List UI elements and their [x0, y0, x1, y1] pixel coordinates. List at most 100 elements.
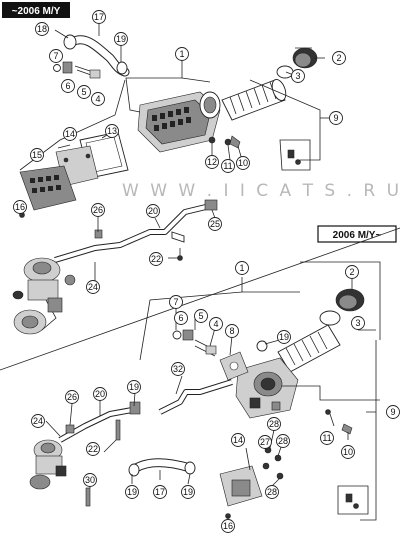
svg-text:17: 17	[155, 487, 165, 497]
callout-14: 14	[63, 127, 77, 141]
svg-text:19: 19	[183, 487, 193, 497]
callout-28-b2: 28	[276, 434, 290, 448]
callout-22-b: 22	[86, 442, 100, 456]
svg-text:9: 9	[390, 407, 395, 417]
gasket-8	[219, 351, 249, 381]
callout-19: 19	[114, 32, 128, 46]
callout-16: 16	[13, 200, 27, 214]
callout-5: 5	[77, 85, 91, 99]
svg-text:2006 M/Y~: 2006 M/Y~	[333, 230, 382, 241]
callout-27-b: 27	[258, 435, 272, 449]
callout-26: 26	[91, 203, 105, 217]
svg-text:24: 24	[88, 282, 98, 292]
callouts-bottom: 1 2 7 6 5 4 8 3 19 32 20 19 26 24 22 11 …	[31, 261, 400, 533]
svg-text:2: 2	[336, 53, 341, 63]
spring-part	[89, 69, 101, 79]
callout-7-b: 7	[169, 295, 183, 309]
callout-10: 10	[236, 156, 250, 170]
watermark: W W W . I I C A T S . R U	[122, 181, 402, 201]
svg-text:3: 3	[295, 71, 300, 81]
callout-11-b: 11	[320, 431, 334, 445]
callout-7: 7	[49, 49, 63, 63]
callouts-top: 17 18 19 1 2 7 6 5 4 3 9 14 13 15 16 12 …	[13, 10, 346, 294]
svg-text:~2006 M/Y: ~2006 M/Y	[12, 6, 61, 17]
svg-text:18: 18	[37, 24, 47, 34]
valve-part	[62, 61, 73, 74]
svg-text:7: 7	[53, 51, 58, 61]
cover-14-bottom	[219, 465, 263, 507]
svg-text:20: 20	[148, 206, 158, 216]
section-divider	[0, 227, 401, 371]
callout-28-b3: 28	[265, 485, 279, 499]
callout-15: 15	[30, 148, 44, 162]
svg-text:9: 9	[333, 113, 338, 123]
pump-assembly-bottom	[29, 439, 67, 490]
svg-text:1: 1	[179, 49, 184, 59]
callout-9: 9	[329, 111, 343, 125]
callout-19-b4: 19	[181, 485, 195, 499]
callout-2: 2	[332, 51, 346, 65]
svg-text:6: 6	[65, 81, 70, 91]
svg-text:19: 19	[279, 332, 289, 342]
svg-text:27: 27	[260, 437, 270, 447]
svg-text:24: 24	[33, 416, 43, 426]
callout-19-b3: 19	[125, 485, 139, 499]
callout-6: 6	[61, 79, 75, 93]
callout-26-b: 26	[65, 390, 79, 404]
svg-text:26: 26	[93, 205, 103, 215]
callout-19-b1: 19	[277, 330, 291, 344]
callout-6-b: 6	[174, 311, 188, 325]
svg-text:28: 28	[269, 419, 279, 429]
svg-text:26: 26	[67, 392, 77, 402]
svg-text:19: 19	[127, 487, 137, 497]
svg-text:5: 5	[81, 87, 86, 97]
cap-part	[292, 47, 318, 69]
svg-text:5: 5	[198, 311, 203, 321]
callout-28-b1: 28	[267, 417, 281, 431]
svg-text:6: 6	[178, 313, 183, 323]
callout-10-b: 10	[341, 445, 355, 459]
cap-part-bottom	[335, 288, 365, 312]
svg-text:11: 11	[223, 161, 232, 171]
callout-17-b: 17	[153, 485, 167, 499]
callout-11: 11	[221, 159, 235, 173]
clamp-part	[63, 34, 77, 50]
svg-text:15: 15	[32, 150, 42, 160]
callout-32-b: 32	[171, 362, 185, 376]
svg-text:30: 30	[85, 475, 95, 485]
callout-3-b: 3	[351, 316, 365, 330]
tag-after-2006: 2006 M/Y~	[317, 225, 397, 243]
svg-text:19: 19	[116, 34, 126, 44]
svg-text:11: 11	[322, 433, 331, 443]
cover-part	[19, 165, 77, 211]
svg-text:4: 4	[95, 94, 100, 104]
svg-text:22: 22	[88, 444, 98, 454]
callout-18: 18	[35, 22, 49, 36]
svg-text:14: 14	[233, 435, 243, 445]
leader-lines	[19, 24, 381, 521]
callout-2-b: 2	[345, 265, 359, 279]
callout-4: 4	[91, 92, 105, 106]
pump-assembly-top	[12, 257, 76, 335]
callout-12: 12	[205, 155, 219, 169]
svg-text:2: 2	[349, 267, 354, 277]
svg-text:7: 7	[173, 297, 178, 307]
callout-24-b: 24	[31, 414, 45, 428]
callout-5-b: 5	[194, 309, 208, 323]
svg-text:32: 32	[173, 364, 183, 374]
clamp-part	[276, 65, 294, 79]
svg-text:19: 19	[129, 382, 139, 392]
tag-before-2006: ~2006 M/Y	[2, 2, 70, 18]
callout-22: 22	[149, 252, 163, 266]
o-ring-part	[53, 64, 61, 72]
svg-text:28: 28	[267, 487, 277, 497]
callout-4-b: 4	[209, 317, 223, 331]
callout-9-b: 9	[386, 405, 400, 419]
svg-text:28: 28	[278, 436, 288, 446]
throttle-body-top	[137, 91, 221, 153]
callout-1-b: 1	[235, 261, 249, 275]
svg-text:14: 14	[65, 129, 75, 139]
callout-20-b: 20	[93, 387, 107, 401]
callout-14-b: 14	[231, 433, 245, 447]
